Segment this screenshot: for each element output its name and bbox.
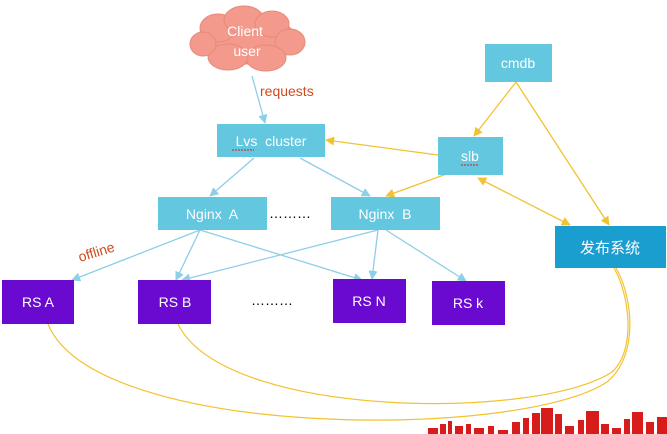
rs-b-label: RS B	[159, 294, 192, 310]
edge-slb-nginx-b	[385, 171, 453, 198]
node-rs-b: RS B	[138, 280, 211, 324]
edge-nginx-b-rs-n	[368, 229, 379, 280]
edge-nginx-b-rs-k	[385, 229, 467, 282]
node-release-system: 发布系统	[555, 226, 666, 268]
edge-lvs-nginx-a	[209, 157, 255, 197]
edge-cmdb-slb	[473, 81, 517, 137]
node-cmdb: cmdb	[485, 44, 552, 82]
yellow-connectors	[47, 81, 631, 421]
skyline-watermark-icon	[428, 408, 667, 434]
cmdb-label: cmdb	[501, 55, 535, 71]
offline-annotation: offline	[76, 239, 116, 265]
rs-k-label: RS k	[453, 295, 484, 311]
node-slb: slb	[438, 137, 503, 175]
nginx-ellipsis: ………	[269, 205, 311, 221]
node-rs-k: RS k	[432, 281, 505, 325]
rs-a-label: RS A	[22, 294, 55, 310]
edge-cmdb-release	[515, 81, 610, 226]
arc-release-rs-b	[177, 267, 629, 405]
node-lvs-cluster: Lvs cluster	[217, 124, 325, 157]
edge-nginx-b-rs-b	[181, 229, 379, 283]
edge-slb-lvs	[325, 136, 439, 156]
arc-release-rs-a	[47, 267, 631, 421]
edge-client-lvs	[251, 75, 268, 124]
client-cloud: Client user	[189, 5, 306, 72]
blue-connectors	[71, 75, 467, 283]
release-label: 发布系统	[580, 239, 640, 257]
node-rs-n: RS N	[333, 279, 406, 323]
nginx-a-label: Nginx A	[186, 206, 239, 222]
node-nginx-a: Nginx A	[158, 197, 267, 230]
slb-label: slb	[461, 148, 479, 164]
edge-release-slb	[477, 177, 571, 226]
nginx-b-label: Nginx B	[359, 206, 412, 222]
edge-nginx-a-rs-a	[71, 229, 201, 282]
edge-lvs-nginx-b	[299, 157, 371, 197]
requests-annotation: requests	[260, 83, 314, 99]
client-label: Client user	[227, 23, 267, 59]
lvs-label: Lvs cluster	[236, 133, 307, 149]
rs-n-label: RS N	[352, 293, 385, 309]
node-rs-a: RS A	[2, 280, 74, 324]
rs-ellipsis: ………	[251, 292, 293, 308]
node-nginx-b: Nginx B	[331, 197, 440, 230]
edge-nginx-a-rs-b	[175, 229, 201, 281]
